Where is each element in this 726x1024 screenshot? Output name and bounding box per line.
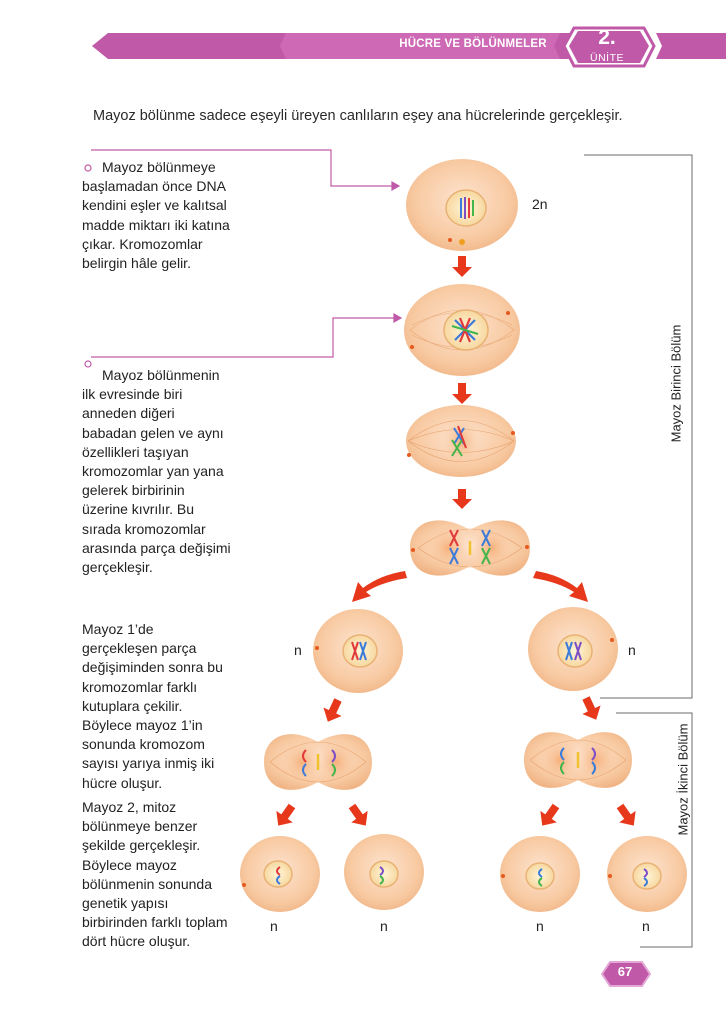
cell-prophase-1 bbox=[404, 284, 520, 376]
arrow-final-3 bbox=[540, 803, 560, 826]
arrow-down-2 bbox=[452, 383, 472, 404]
paragraph-meiosis-1: Mayoz 1’de gerçekleşen parça değişiminde… bbox=[82, 621, 223, 791]
cell-telophase-1 bbox=[410, 520, 530, 576]
arrow-down-left-2 bbox=[323, 698, 342, 722]
arrow-down-3 bbox=[452, 489, 472, 509]
ploidy-label-left: n bbox=[294, 642, 302, 658]
arrow-branch-right bbox=[533, 571, 588, 602]
paragraph-dna-replication: Mayoz bölünmeye başlamadan önce DNA kend… bbox=[82, 159, 230, 272]
intro-text: Mayoz bölünme sadece eşeyli üreyen canlı… bbox=[93, 108, 623, 124]
arrow-branch-left bbox=[352, 571, 407, 602]
cell-meiosis2-left bbox=[264, 734, 372, 790]
unit-label: ÜNİTE bbox=[590, 52, 624, 64]
leader-line-1 bbox=[84, 149, 401, 192]
ploidy-label-final-1: n bbox=[270, 918, 278, 934]
arrows bbox=[276, 256, 636, 826]
cell-metaphase-1 bbox=[406, 405, 516, 477]
ploidy-label-right: n bbox=[628, 642, 636, 658]
cell-daughter-left bbox=[313, 609, 403, 693]
phase2-bracket bbox=[616, 712, 693, 948]
cell-daughter-right bbox=[528, 607, 618, 691]
cell-final-4 bbox=[607, 836, 687, 912]
ploidy-label-final-3: n bbox=[536, 918, 544, 934]
cell-final-1 bbox=[240, 836, 320, 912]
phase2-label: Mayoz İkinci Bölüm bbox=[675, 723, 691, 836]
arrow-down-1 bbox=[452, 256, 472, 277]
phase1-label: Mayoz Birinci Bölüm bbox=[668, 324, 684, 443]
paragraph-meiosis-2: Mayoz 2, mitoz bölünmeye benzer şekilde … bbox=[82, 799, 228, 950]
cell-final-2 bbox=[344, 834, 424, 910]
ploidy-label-2n: 2n bbox=[532, 196, 548, 212]
cell-interphase bbox=[406, 159, 518, 251]
leader-line-2 bbox=[84, 312, 403, 368]
ploidy-label-final-2: n bbox=[380, 918, 388, 934]
arrow-down-right-2 bbox=[582, 696, 601, 720]
arrow-final-4 bbox=[616, 803, 636, 826]
ploidy-label-final-4: n bbox=[642, 918, 650, 934]
paragraph-crossing-over: Mayoz bölünmenin ilk evresinde biri anne… bbox=[82, 367, 231, 576]
page-number-badge bbox=[600, 961, 652, 987]
header-band bbox=[92, 26, 726, 68]
arrow-final-2 bbox=[348, 803, 368, 826]
page-number: 67 bbox=[617, 964, 633, 979]
cell-meiosis2-right bbox=[524, 732, 632, 788]
arrow-final-1 bbox=[276, 803, 296, 826]
unit-number: 2. bbox=[598, 26, 616, 49]
phase1-bracket bbox=[584, 154, 693, 699]
header-title: HÜCRE VE BÖLÜNMELER bbox=[399, 38, 547, 50]
cell-final-3 bbox=[500, 836, 580, 912]
